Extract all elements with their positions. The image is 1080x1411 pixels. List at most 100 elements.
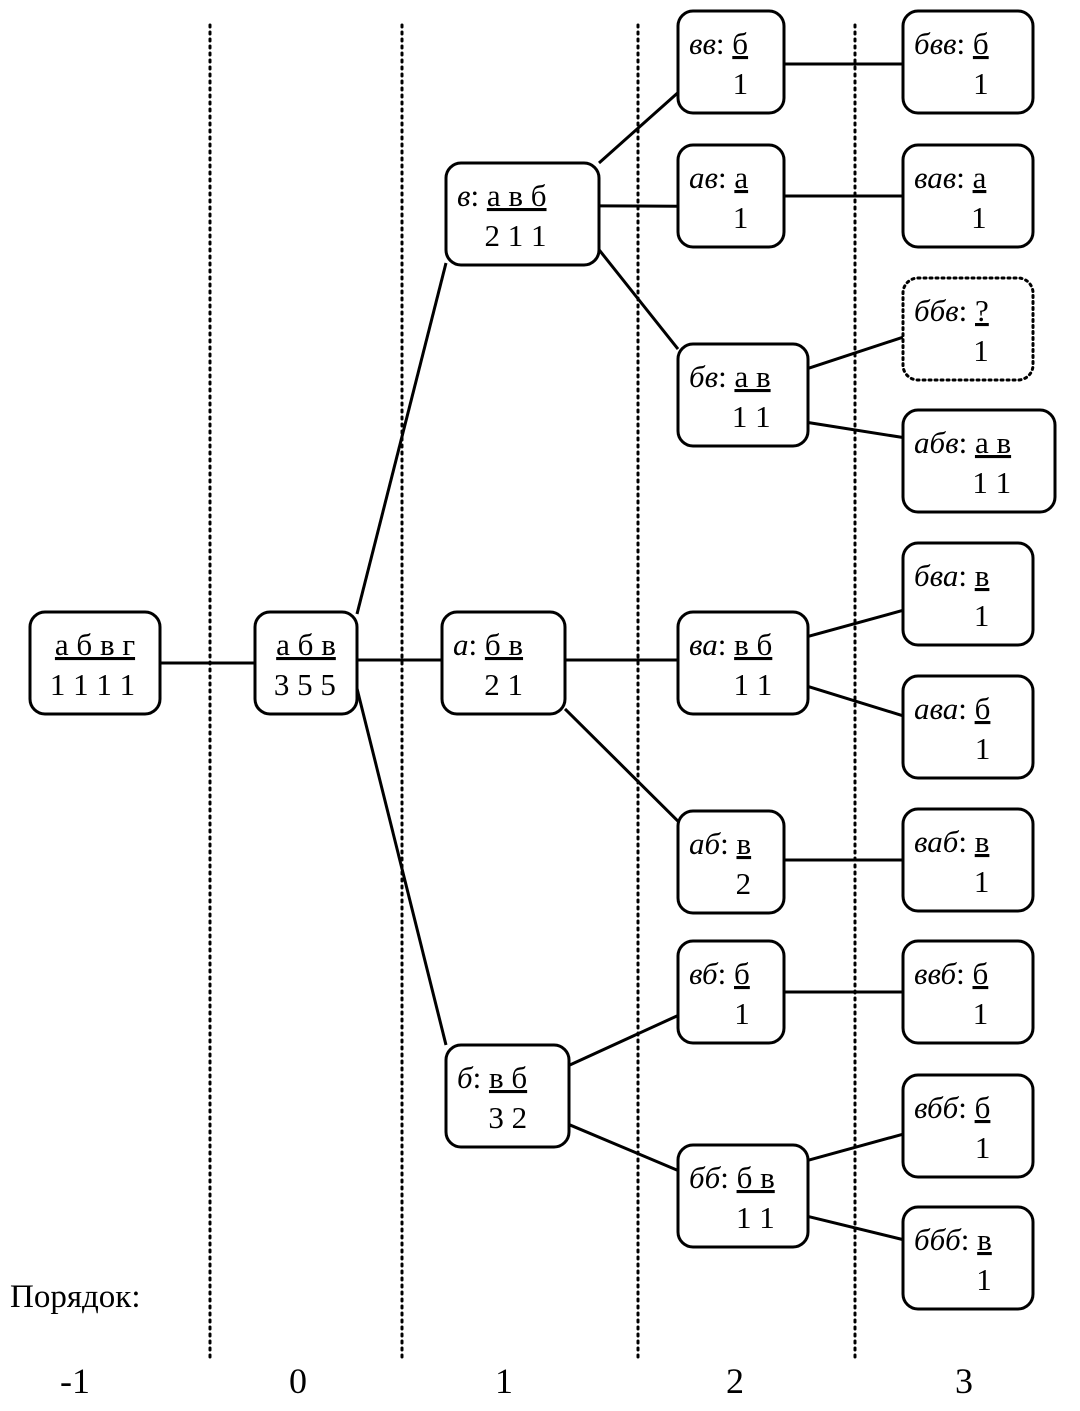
node-symbols: б <box>732 26 748 61</box>
node-symbols: в <box>736 826 751 861</box>
node-symbols: б <box>972 956 988 991</box>
node-colon: : <box>718 956 734 991</box>
tree-node: абв: а в 1 1 <box>903 410 1055 512</box>
node-symbols: а <box>734 160 748 195</box>
tree-node: вбб: б1 <box>903 1075 1033 1177</box>
node-counts: 1 <box>974 864 990 899</box>
node-counts: 1 <box>973 333 989 368</box>
node-colon: : <box>720 826 736 861</box>
node-colon: : <box>958 824 974 859</box>
node-symbols: б в <box>485 627 523 662</box>
node-context: бб <box>689 1160 722 1195</box>
tree-node: ваб: в 1 <box>903 809 1033 911</box>
tree-node: бва: в1 <box>903 543 1033 645</box>
node-symbols-line: ваб: в <box>914 824 989 859</box>
tree-edge <box>565 709 678 821</box>
node-colon: : <box>957 26 973 61</box>
node-counts: 1 <box>973 996 989 1031</box>
node-context: ав <box>689 160 718 195</box>
node-symbols-line: в: а в б <box>457 178 547 213</box>
node-context: ввб <box>914 956 958 991</box>
node-symbols: б <box>973 26 989 61</box>
node-counts: 1 <box>971 200 987 235</box>
node-symbols-line: вбб: б <box>914 1090 990 1125</box>
node-counts: 1 1 <box>734 667 773 702</box>
node-colon: : <box>473 1060 489 1095</box>
node-counts: 1 1 <box>736 1200 775 1235</box>
node-counts: 1 <box>733 200 749 235</box>
node-symbols: в <box>975 558 990 593</box>
tree-edge <box>569 1015 678 1065</box>
node-symbols-line: аб: в <box>689 826 751 861</box>
node-context: вв <box>689 26 716 61</box>
node-symbols-line: ббб: в <box>914 1222 992 1257</box>
node-counts: 1 <box>976 1262 992 1297</box>
node-colon: : <box>956 956 972 991</box>
tree-node: ав: а 1 <box>678 145 784 247</box>
node-counts: 3 2 <box>488 1100 527 1135</box>
node-context: аб <box>689 826 722 861</box>
node-counts: 3 5 5 <box>274 667 336 702</box>
node-symbols: а в б <box>487 178 547 213</box>
node-counts: 1 <box>975 731 991 766</box>
node-counts: 1 <box>733 66 749 101</box>
node-context: б <box>457 1060 474 1095</box>
level-label: 1 <box>495 1361 513 1401</box>
level-label: 0 <box>289 1361 307 1401</box>
node-symbols: б <box>734 956 750 991</box>
node-symbols: ? <box>975 293 989 328</box>
node-context: ва <box>689 627 718 662</box>
node-symbols: а <box>973 160 987 195</box>
node-colon: : <box>959 293 975 328</box>
level-label: 3 <box>955 1361 973 1401</box>
node-context: ббб <box>914 1222 962 1257</box>
node-colon: : <box>718 160 734 195</box>
level-label: 2 <box>726 1361 744 1401</box>
node-colon: : <box>958 558 974 593</box>
node-colon: : <box>720 1160 736 1195</box>
node-symbols: в <box>975 824 990 859</box>
tree-node: а: б в2 1 <box>442 612 565 714</box>
tree-node: вв: б 1 <box>678 11 784 113</box>
node-symbols: а в <box>734 359 770 394</box>
node-symbols-line: б: в б <box>457 1060 527 1095</box>
tree-node: а б в 3 5 5 <box>255 612 357 714</box>
node-symbols-line: бб: б в <box>689 1160 775 1195</box>
node-symbols-line: а: б в <box>453 627 523 662</box>
node-context: вав <box>914 160 956 195</box>
node-counts: 1 1 <box>972 465 1011 500</box>
tree-node: аб: в2 <box>678 811 784 913</box>
node-symbols: б в <box>737 1160 775 1195</box>
node-context: а <box>453 627 469 662</box>
node-context: ава <box>914 691 958 726</box>
node-counts: 1 <box>734 996 750 1031</box>
node-symbols-line: вв: б <box>689 26 748 61</box>
node-counts: 1 <box>973 66 989 101</box>
node-colon: : <box>961 1222 977 1257</box>
node-symbols-line: вб: б <box>689 956 750 991</box>
node-colon: : <box>469 627 485 662</box>
node-context: ббв <box>914 293 959 328</box>
node-symbols: а б в <box>276 627 336 662</box>
node-symbols-line: ав: а <box>689 160 748 195</box>
node-symbols-line: ава: б <box>914 691 990 726</box>
node-counts: 1 1 1 1 <box>50 667 135 702</box>
order-levels: -1 0 1 2 3 <box>60 1361 973 1401</box>
node-symbols-line: бв: а в <box>689 359 771 394</box>
node-symbols-line: ббв: ? <box>914 293 989 328</box>
tree-nodes: а б в г 1 1 1 1 а б в 3 5 5 в: а в б2 1 1 а: … <box>30 11 1055 1309</box>
node-context: ваб <box>914 824 960 859</box>
tree-edge <box>569 1125 678 1171</box>
node-symbols: а б в г <box>55 627 135 662</box>
tree-node: вб: б 1 <box>678 941 784 1043</box>
tree-node: бв: а в1 1 <box>678 344 808 446</box>
node-colon: : <box>718 627 734 662</box>
node-colon: : <box>958 691 974 726</box>
node-symbols: в <box>977 1222 992 1257</box>
tree-node: ббб: в 1 <box>903 1207 1033 1309</box>
node-symbols-line: бва: в <box>914 558 989 593</box>
tree-edge <box>357 263 446 614</box>
node-context: бв <box>689 359 718 394</box>
node-symbols-line: абв: а в <box>914 425 1011 460</box>
tree-node: в: а в б2 1 1 <box>446 163 599 265</box>
